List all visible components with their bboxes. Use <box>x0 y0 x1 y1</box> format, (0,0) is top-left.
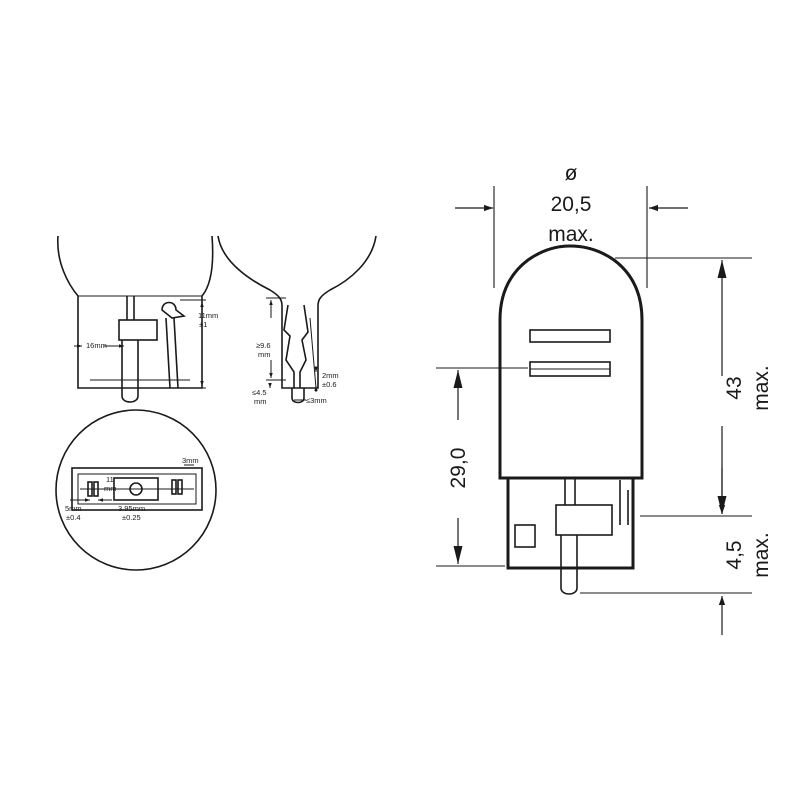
side-pin-depth-unit: mm <box>254 397 267 406</box>
height-note: max. <box>750 365 773 411</box>
contact-spacing-tol: ±0.4 <box>66 513 81 522</box>
side-pin-width-value: ≤3mm <box>306 396 327 405</box>
side-wire-unit: mm <box>258 350 271 359</box>
front-clip-wire-2 <box>173 317 179 389</box>
bottom-slot-width-value: 3mm <box>182 456 199 465</box>
bottom-base-plate <box>71 467 203 511</box>
side-wire-left <box>283 304 295 388</box>
bottom-slot-value: 11 <box>106 475 114 484</box>
front-tab <box>118 319 158 341</box>
side-glass-outline <box>217 235 377 389</box>
front-width-value: 16mm <box>86 341 107 350</box>
front-tab-value: 11mm <box>198 311 218 320</box>
center-spacing-value: 3.95mm <box>118 504 145 513</box>
side-wire-value: ≥9.6 <box>256 341 271 350</box>
pin-length-value: 4,5 <box>723 540 746 569</box>
front-glass-outline <box>57 235 214 389</box>
side-detail-view: ≥9.6 mm 2mm ±0.6 ≤4.5 mm ≤3mm <box>217 235 377 406</box>
pin-length-note: max. <box>750 532 773 578</box>
contact-spacing-value: 5mm <box>65 504 82 513</box>
contact-right-2 <box>177 479 183 495</box>
diameter-symbol: ø <box>565 162 578 185</box>
front-clip <box>161 301 186 319</box>
side-pin <box>291 388 305 404</box>
bottom-circle-outline <box>55 409 217 571</box>
side-gap-tol: ±0.6 <box>322 380 337 389</box>
filament-bar-upper <box>529 329 611 343</box>
height-value: 43 <box>723 376 746 399</box>
diameter-note: max. <box>548 223 594 246</box>
front-detail-view: 11mm ±1 16mm <box>57 235 218 403</box>
front-tab-tol: ±1 <box>199 320 207 329</box>
side-gap-value: 2mm <box>322 371 339 380</box>
contact-right-1 <box>171 479 177 495</box>
bulb-glass-outline <box>498 244 644 480</box>
diameter-value: 20,5 <box>551 193 592 216</box>
contact-tab <box>555 504 613 536</box>
side-wire-right <box>299 304 309 388</box>
side-edge-line <box>309 317 317 389</box>
glass-pin <box>560 535 578 595</box>
center-spacing-tol: ±0.25 <box>122 513 141 522</box>
bottom-detail-view: 11 mm 3mm 5mm ±0.4 3.95mm ±0.25 <box>55 409 217 571</box>
main-bulb-view: ø 20,5 max. 43 max. 29,0 4,5 max. <box>436 162 773 635</box>
light-center-value: 29,0 <box>447 448 470 489</box>
base-notch <box>514 524 536 548</box>
front-clip-wire-1 <box>165 317 171 389</box>
bottom-slot-unit: mm <box>104 484 117 493</box>
side-pin-depth-value: ≤4.5 <box>252 388 267 397</box>
front-pin <box>121 340 139 403</box>
wedge-base-outline <box>506 478 635 570</box>
